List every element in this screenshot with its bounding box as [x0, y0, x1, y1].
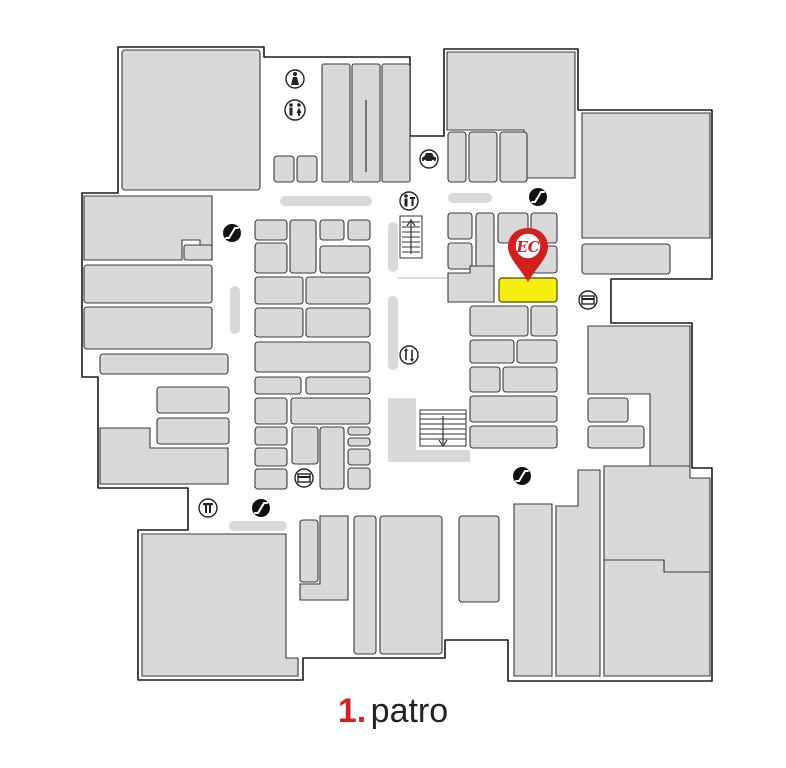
shop[interactable] — [83, 195, 213, 261]
shop[interactable] — [447, 242, 473, 270]
shop[interactable] — [319, 426, 345, 490]
toilet-icon — [285, 69, 305, 89]
shop[interactable] — [254, 276, 304, 305]
shop[interactable] — [447, 131, 467, 183]
shop[interactable] — [603, 465, 711, 573]
shop[interactable] — [254, 447, 288, 467]
corridor-bench — [280, 196, 372, 206]
escalator-icon — [252, 499, 270, 517]
shop[interactable] — [447, 212, 473, 240]
floor-word: patro — [370, 692, 449, 730]
shop[interactable] — [273, 155, 295, 183]
shop[interactable] — [141, 533, 299, 677]
shop[interactable] — [299, 519, 319, 583]
shop[interactable] — [530, 305, 558, 337]
floor-number: 1. — [337, 692, 367, 730]
shop[interactable] — [305, 307, 371, 338]
shop[interactable] — [254, 397, 288, 425]
shop[interactable] — [319, 245, 371, 274]
shop[interactable] — [581, 112, 711, 239]
toilets-icon — [284, 99, 306, 121]
shop[interactable] — [347, 426, 371, 436]
shop[interactable] — [254, 242, 288, 274]
shop[interactable] — [581, 243, 671, 275]
shop[interactable] — [254, 468, 288, 490]
shop[interactable] — [347, 437, 371, 447]
shop[interactable] — [516, 339, 558, 364]
shop[interactable] — [83, 306, 213, 350]
shop[interactable] — [468, 131, 498, 183]
shop[interactable] — [321, 63, 351, 183]
shop[interactable] — [469, 339, 515, 364]
corridor-bench — [388, 222, 398, 272]
escalator-icon — [223, 224, 241, 242]
shop[interactable] — [469, 395, 558, 423]
shop[interactable] — [347, 219, 371, 241]
atm-icon — [578, 290, 598, 310]
shop[interactable] — [319, 219, 345, 241]
shop[interactable] — [469, 305, 529, 337]
shop[interactable] — [603, 559, 711, 677]
information-icon — [198, 498, 218, 518]
shop[interactable] — [458, 515, 500, 603]
shop[interactable] — [121, 49, 261, 191]
marker-logo-text: EC — [515, 238, 539, 256]
shop[interactable] — [447, 265, 495, 303]
shop[interactable] — [254, 426, 288, 446]
escalator-icon — [529, 188, 547, 206]
shop[interactable] — [99, 353, 229, 375]
shop[interactable] — [513, 503, 553, 677]
shop[interactable] — [347, 448, 371, 466]
location-pin-marker[interactable]: EC — [508, 228, 548, 282]
shop[interactable] — [353, 515, 377, 655]
atm-icon — [294, 468, 314, 488]
shop[interactable] — [291, 426, 319, 465]
shop[interactable] — [305, 376, 371, 395]
shop[interactable] — [347, 467, 371, 490]
shop[interactable] — [290, 397, 371, 425]
shop[interactable] — [254, 307, 304, 338]
shop[interactable] — [469, 425, 558, 449]
car-icon — [419, 149, 439, 169]
shop[interactable] — [305, 276, 371, 305]
shop[interactable] — [587, 425, 645, 449]
shop[interactable] — [587, 397, 629, 423]
shop[interactable] — [254, 376, 302, 395]
corridor-bench — [388, 296, 398, 370]
shop[interactable] — [156, 417, 230, 445]
shop[interactable] — [379, 515, 443, 655]
escalator-icon — [513, 467, 531, 485]
shop[interactable] — [381, 63, 411, 183]
corridor-bench — [448, 193, 492, 203]
shop[interactable] — [289, 219, 317, 274]
shop[interactable] — [254, 341, 371, 373]
shop[interactable] — [469, 366, 501, 393]
shop[interactable] — [502, 366, 558, 393]
escalator-up — [399, 215, 423, 259]
corridor-bench — [388, 398, 470, 462]
shop[interactable] — [254, 219, 288, 241]
shop[interactable] — [183, 244, 213, 261]
shop[interactable] — [555, 469, 601, 677]
information-icon — [399, 191, 419, 211]
shop[interactable] — [299, 515, 349, 601]
floor-label: 1. patro — [0, 692, 786, 731]
shop[interactable] — [296, 155, 318, 183]
shop[interactable] — [99, 427, 229, 485]
shop[interactable] — [475, 212, 495, 269]
corridor-bench — [229, 521, 287, 531]
corridor-bench — [230, 286, 240, 334]
shop[interactable] — [83, 264, 213, 304]
elevator-icon — [399, 345, 419, 365]
escalator-down — [419, 409, 467, 448]
shop[interactable] — [156, 386, 230, 414]
shop[interactable] — [499, 131, 528, 183]
